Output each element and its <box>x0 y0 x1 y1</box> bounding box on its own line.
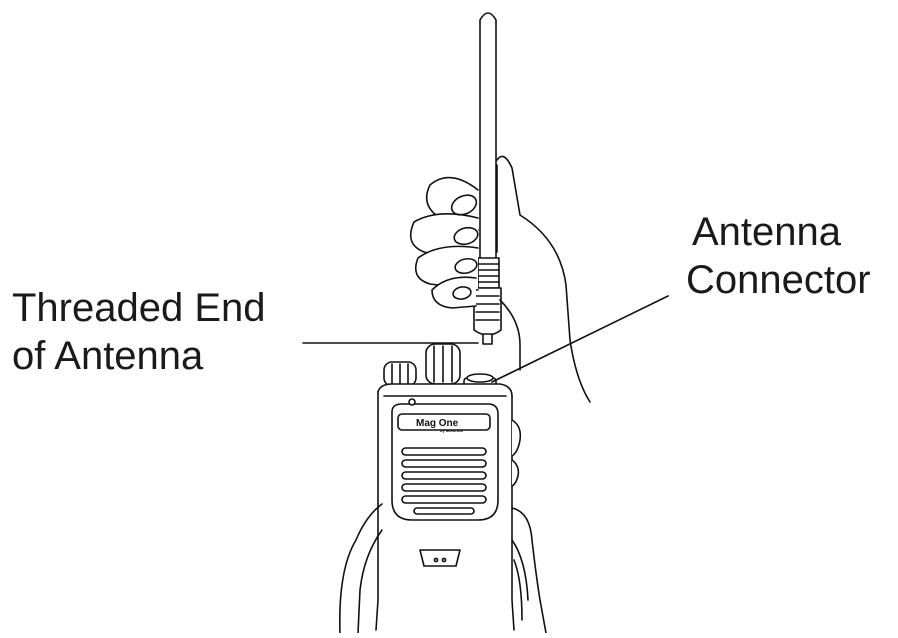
lower-hand <box>339 503 547 634</box>
threaded-end-label-line-1: Threaded End <box>12 286 266 330</box>
radio-sub-brand-text: by Motorola <box>440 428 463 433</box>
antenna <box>473 12 502 345</box>
upper-hand <box>409 155 591 403</box>
antenna-connector-leader-line <box>491 295 669 383</box>
threaded-end-label: Threaded End of Antenna <box>12 284 266 380</box>
antenna-connector-label-line-1: Antenna <box>692 210 842 254</box>
radio-brand-text: Mag One <box>416 418 459 429</box>
threaded-end-label-line-2: of Antenna <box>12 334 204 378</box>
radio-body <box>375 343 522 631</box>
antenna-connector-label-line-2: Connector <box>686 258 871 302</box>
antenna-connector-label: Antenna Connector <box>686 208 871 304</box>
